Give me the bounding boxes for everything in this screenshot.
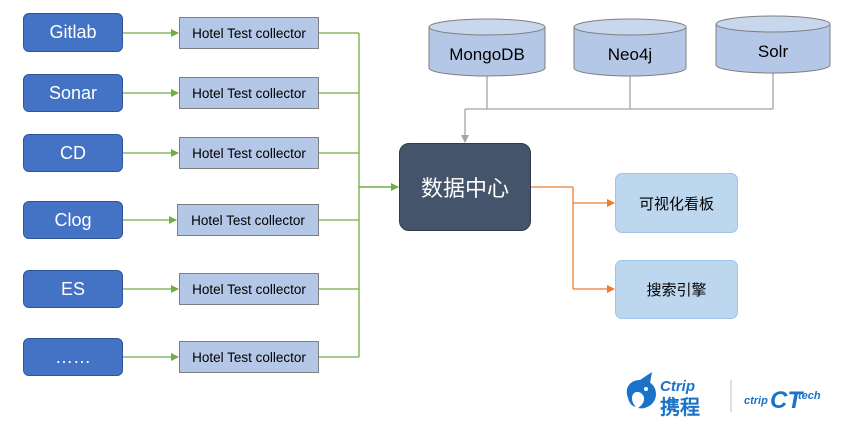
collector-node: Hotel Test collector xyxy=(179,77,319,109)
source-node-sonar: Sonar xyxy=(23,74,123,112)
output-node-search-engine: 搜索引擎 xyxy=(615,260,738,319)
database-solr: Solr xyxy=(715,15,831,74)
ctrip-brand-cn: 携程 xyxy=(660,395,700,419)
database-label-neo4j: Neo4j xyxy=(608,45,652,64)
collector-node: Hotel Test collector xyxy=(179,17,319,49)
source-node-clog: Clog xyxy=(23,201,123,239)
database-mongodb: MongoDB xyxy=(428,18,546,77)
source-node-gitlab: Gitlab xyxy=(23,13,123,52)
dolphin-icon xyxy=(626,372,656,409)
database-to-hub-connectors xyxy=(461,73,774,143)
source-node-cd: CD xyxy=(23,134,123,172)
source-node-more: …… xyxy=(23,338,123,376)
source-node-es: ES xyxy=(23,270,123,308)
output-node-dashboard: 可视化看板 xyxy=(615,173,738,233)
ctrip-brand-latin: Ctrip xyxy=(660,378,695,395)
database-neo4j: Neo4j xyxy=(573,18,687,77)
ctrip-tech-mark: CT xyxy=(770,387,804,414)
source-to-collector-connectors xyxy=(123,29,179,361)
database-label-solr: Solr xyxy=(758,42,789,61)
data-center-hub: 数据中心 xyxy=(399,143,531,231)
collector-node: Hotel Test collector xyxy=(177,204,319,236)
collector-node: Hotel Test collector xyxy=(179,137,319,169)
ctrip-tech-prefix: ctrip xyxy=(744,395,768,407)
collector-to-hub-connectors xyxy=(319,32,399,358)
ctrip-logo: Ctrip 携程 ctrip CT tech xyxy=(626,372,821,419)
collector-node: Hotel Test collector xyxy=(179,341,319,373)
collector-node: Hotel Test collector xyxy=(179,273,319,305)
database-label-mongodb: MongoDB xyxy=(449,45,525,64)
hub-to-output-connectors xyxy=(531,186,615,293)
ctrip-tech-suffix: tech xyxy=(798,390,821,402)
